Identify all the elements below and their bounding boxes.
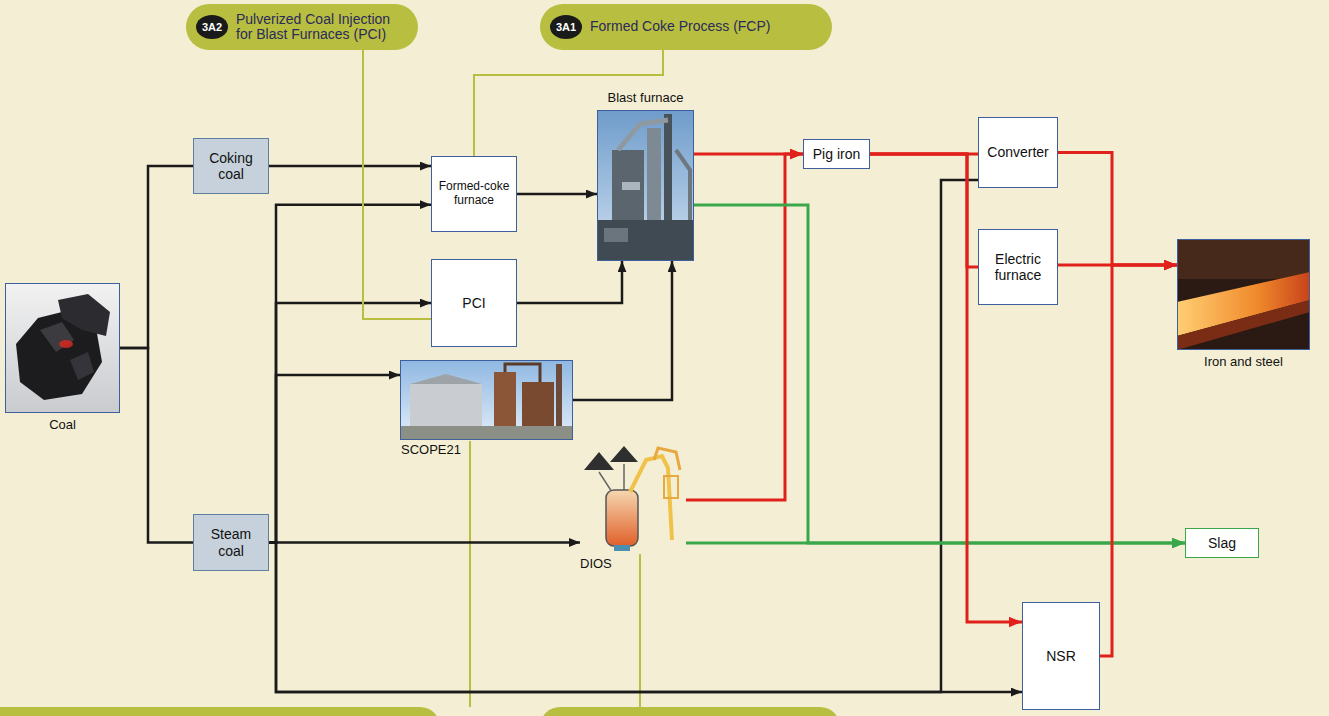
image-caption: Blast furnace: [598, 91, 693, 106]
flow-connector: [269, 541, 580, 544]
coal-type-box: Steam coal: [193, 514, 269, 571]
sky: [400, 360, 573, 440]
stack: [556, 364, 562, 428]
cut-off-tags: [0, 441, 840, 716]
pipe: [618, 120, 668, 150]
flow-connector: [517, 261, 622, 303]
flow-connector: [269, 375, 400, 543]
roof: [410, 374, 482, 384]
coal-photo: [5, 283, 120, 413]
output-box: Slag: [1185, 528, 1259, 558]
box-label: Converter: [987, 144, 1048, 160]
flow-connector: [573, 261, 672, 400]
flow-connector: [870, 154, 1022, 622]
leader-line: [469, 441, 471, 707]
image-caption: Coal: [6, 418, 119, 433]
tag-text: Pulverized Coal Injection for Blast Furn…: [236, 12, 408, 43]
product-box: Pig iron: [803, 139, 870, 169]
box-label: Slag: [1208, 535, 1236, 551]
coal-type-box: Coking coal: [193, 138, 269, 194]
flow-connector: [269, 303, 431, 543]
box-label: Steam coal: [199, 526, 263, 558]
scope21-photo: [400, 360, 573, 440]
box-label: Pig iron: [813, 146, 860, 162]
process-box: Electric furnace: [978, 229, 1058, 305]
photo-ground: [5, 283, 120, 413]
flow-connector: [269, 180, 978, 692]
building: [410, 384, 482, 428]
coal-facet: [70, 352, 94, 380]
building: [604, 228, 628, 242]
plant-photo: SCOPE21: [400, 360, 573, 440]
callout-number: 3A2: [196, 15, 228, 39]
flow-connector: [120, 348, 193, 543]
technology-tag: [540, 707, 840, 716]
image-caption: Iron and steel: [1178, 355, 1309, 370]
blast-furnace-photo: [597, 110, 694, 261]
process-box: Formed-coke furnace: [431, 156, 517, 232]
box-label: Coking coal: [199, 150, 263, 182]
box-label: Formed-coke furnace: [437, 180, 511, 208]
box-label: NSR: [1046, 648, 1076, 664]
image-caption: SCOPE21: [401, 443, 461, 458]
pipe: [676, 150, 690, 230]
process-box: NSR: [1022, 602, 1100, 710]
process-schematic: DIOS: [580, 440, 686, 553]
tag-text: Formed Coke Process (FCP): [590, 19, 822, 34]
vessel: [606, 490, 638, 546]
flow-connector: [1058, 153, 1177, 266]
plant-structure: [494, 372, 516, 428]
technology-tag: [0, 707, 440, 716]
leader-line: [639, 554, 641, 707]
dios-schematic: [584, 446, 680, 551]
process-box: Converter: [978, 117, 1058, 188]
duct: [654, 448, 680, 470]
callout-number: 3A1: [550, 15, 582, 39]
flow-connector: [363, 50, 431, 319]
box-label: Electric furnace: [984, 251, 1052, 283]
flow-connector: [120, 166, 193, 348]
flow-connector: [269, 543, 1022, 693]
haze: [1177, 239, 1310, 279]
sky: [597, 110, 694, 261]
technology-tag: 3A2 Pulverized Coal Injection for Blast F…: [186, 4, 418, 50]
coal-pile: [610, 446, 638, 462]
coal-pile: [584, 452, 614, 470]
connectors: [120, 50, 1185, 692]
ground: [400, 426, 573, 440]
iron-steel-photo: [1177, 239, 1310, 350]
coal-image: Coal: [5, 283, 120, 413]
image-caption: DIOS: [580, 557, 612, 572]
photo-ground: [1177, 239, 1310, 350]
flow-connector: [870, 154, 978, 267]
flow-connector: [517, 193, 597, 196]
platform: [622, 182, 640, 190]
flow-connector: [269, 165, 431, 168]
plant-photo: Blast furnace: [597, 110, 694, 261]
box-label: PCI: [462, 295, 485, 311]
feed-line: [599, 464, 624, 492]
technology-tag: 3A1 Formed Coke Process (FCP): [540, 4, 832, 50]
glow: [59, 340, 73, 348]
flow-connector: [1100, 265, 1177, 656]
ground: [597, 220, 694, 261]
product-photo: Iron and steel: [1177, 239, 1310, 350]
plant-structure: [522, 382, 554, 428]
pipe: [505, 364, 540, 382]
reactor: [664, 476, 678, 498]
slab-side: [1177, 300, 1310, 350]
coal-facet: [40, 322, 74, 352]
flow-connector: [686, 542, 1185, 545]
process-box: PCI: [431, 259, 517, 347]
flow-connector: [269, 205, 431, 543]
vessel-base: [614, 545, 630, 551]
